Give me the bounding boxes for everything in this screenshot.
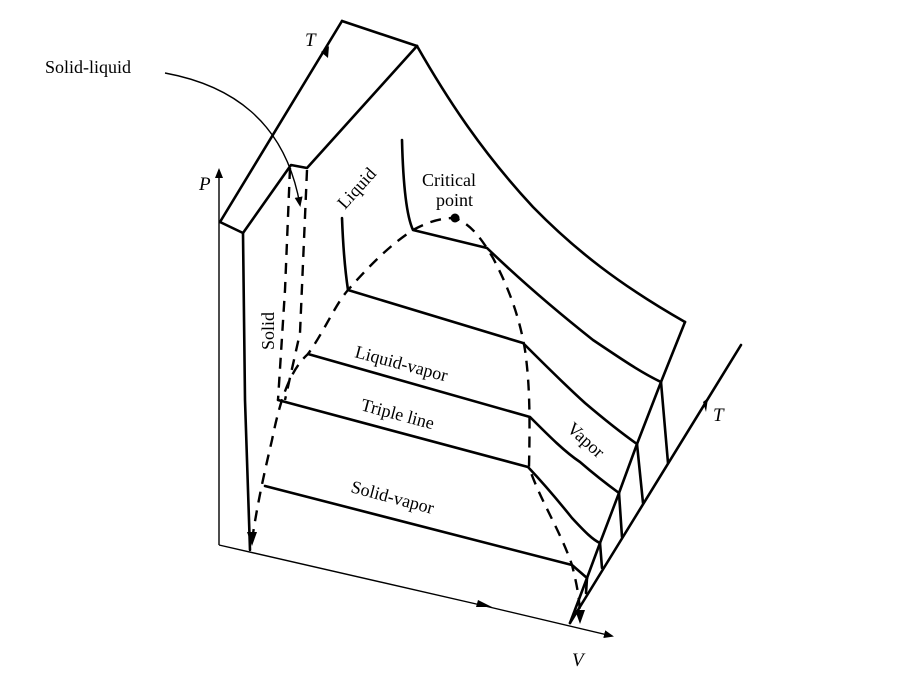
solid-liquid-dashed-1 (276, 167, 292, 401)
surface-top-edge (340, 19, 419, 48)
isotherm-2 (346, 288, 639, 446)
dome-right-arrow (575, 610, 585, 624)
surface-left-edge (218, 220, 252, 552)
projection-lines (584, 380, 670, 595)
critical-label-line1: Critical (422, 170, 476, 190)
t-axis-top-label: T (305, 30, 317, 51)
critical-isotherm (400, 138, 663, 384)
t-axis-top-arrow (321, 46, 329, 58)
v-axis-mid-arrow (476, 600, 492, 607)
surface-high-temp-curve (415, 44, 687, 324)
t-axis-right (568, 343, 743, 625)
solid-liquid-label: Solid-liquid (45, 57, 131, 77)
liquid-label: Liquid (333, 164, 380, 213)
liquid-isotherm (340, 216, 350, 292)
t-axis-right-arrow (703, 398, 708, 412)
v-axis-label: V (572, 650, 586, 671)
solid-liquid-dashed-2 (283, 169, 309, 401)
t-axis-right-label: T (713, 405, 725, 426)
solid-top-edge (241, 44, 419, 235)
solid-label: Solid (258, 312, 278, 350)
triple-line-label: Triple line (359, 395, 436, 434)
triple-line (276, 398, 602, 545)
liquid-vapor-label: Liquid-vapor (353, 342, 450, 386)
dome-left-arrow (247, 532, 257, 546)
v-axis (218, 544, 614, 639)
liquid-vapor-isotherm (306, 352, 621, 495)
t-axis-top (218, 19, 344, 224)
p-axis-label: P (198, 174, 211, 195)
critical-label-line2: point (436, 190, 473, 210)
critical-point-dot (450, 213, 460, 223)
solid-liquid-leader (164, 72, 303, 207)
